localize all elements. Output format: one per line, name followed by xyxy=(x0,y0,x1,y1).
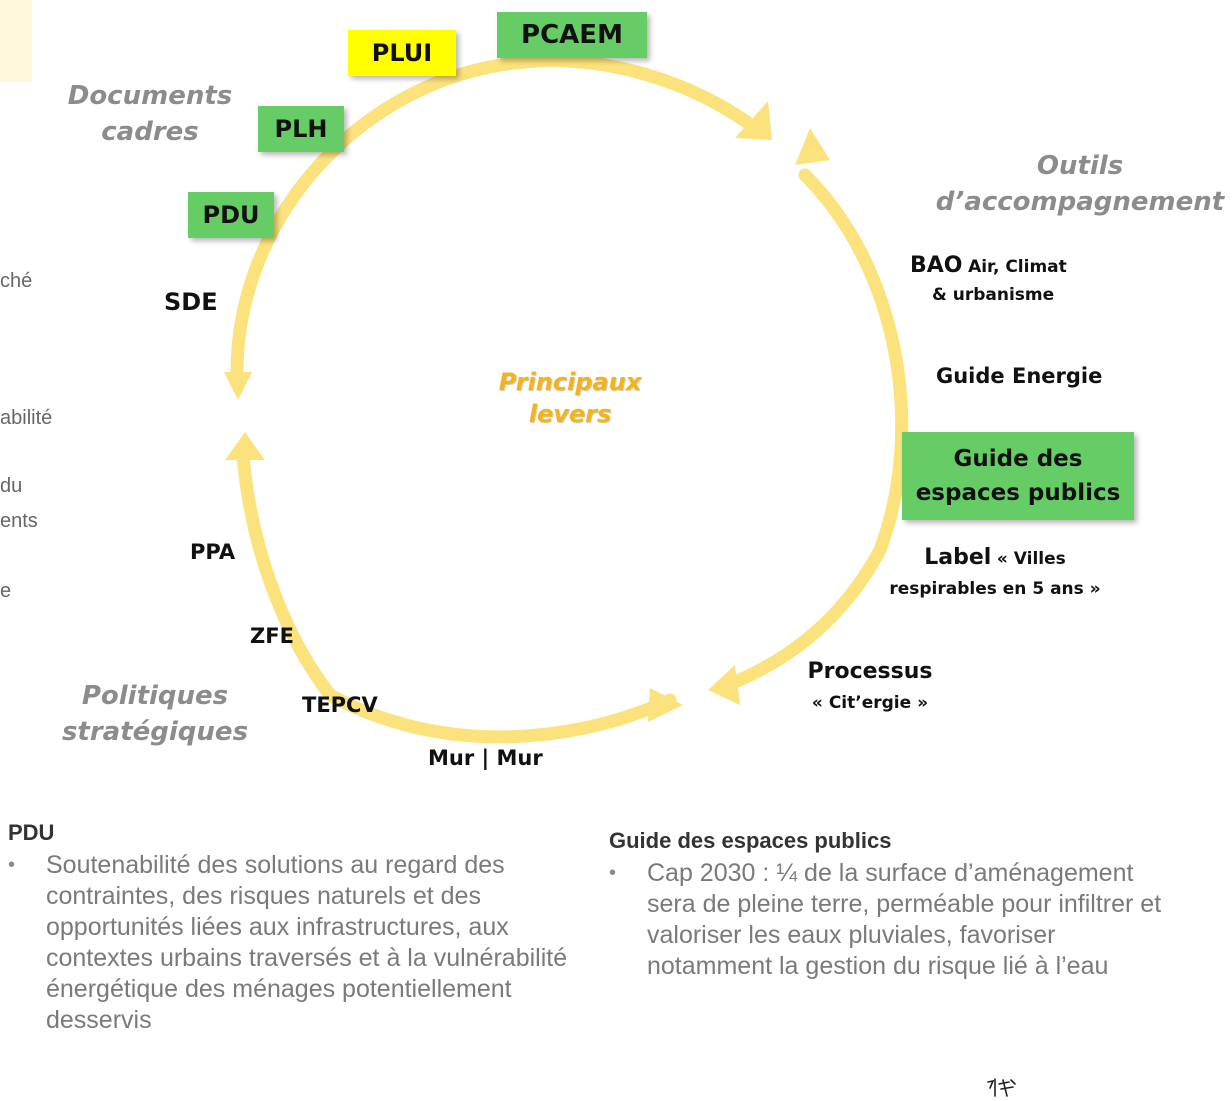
group-politiques: Politiques stratégiques xyxy=(55,678,255,750)
panel-guide: Guide des espaces publics Cap 2030 : ¼ d… xyxy=(609,828,1169,982)
lever-mur-mur: Mur | Mur xyxy=(428,746,543,770)
left-fragment-5: e xyxy=(0,580,12,602)
panel-pdu-bullet: Soutenabilité des solutions au regard de… xyxy=(8,850,568,1036)
panel-pdu: PDU Soutenabilité des solutions au regar… xyxy=(8,820,568,1036)
corner-fragment xyxy=(0,0,32,82)
tag-guide-espaces-publics: Guide des espaces publics xyxy=(902,432,1134,520)
center-label: Principaux levers xyxy=(470,366,670,430)
group-politiques-line1: Politiques xyxy=(81,681,229,711)
panel-pdu-title: PDU xyxy=(8,820,55,845)
arrowhead-right xyxy=(708,665,740,705)
lever-zfe: ZFE xyxy=(250,624,294,648)
group-documents-cadres: Documents cadres xyxy=(60,78,240,150)
lever-sde: SDE xyxy=(164,288,218,316)
arrowhead-left-down xyxy=(224,372,252,400)
label-rest-line2: respirables en 5 ans » xyxy=(889,579,1101,599)
arrowhead-top xyxy=(735,101,772,140)
lever-bao: BAO Air, Climat & urbanisme xyxy=(910,252,1110,309)
lever-guide-energie: Guide Energie xyxy=(936,364,1103,388)
left-fragment-3: du xyxy=(0,475,23,497)
arrowhead-bottom xyxy=(648,688,683,722)
panel-guide-bullet: Cap 2030 : ¼ de la surface d’aménagement… xyxy=(609,858,1169,982)
group-outils: Outils d’accompagnement xyxy=(930,148,1230,220)
tag-pdu: PDU xyxy=(188,192,274,238)
bao-rest-line1: Air, Climat xyxy=(968,257,1067,277)
bao-abbrev: BAO xyxy=(910,253,963,278)
guide-espaces-line1: Guide des xyxy=(953,446,1083,472)
lever-ppa: PPA xyxy=(190,540,236,564)
left-fragment-2: abilité xyxy=(0,407,53,429)
panel-pdu-list: Soutenabilité des solutions au regard de… xyxy=(8,850,568,1036)
arc-bottom xyxy=(236,448,677,744)
guide-espaces-line2: espaces publics xyxy=(915,480,1121,506)
group-outils-line1: Outils xyxy=(1036,151,1124,181)
tag-plh: PLH xyxy=(258,106,344,152)
lever-label-villes: Label « Villes respirables en 5 ans » xyxy=(850,543,1140,604)
label-abbrev: Label xyxy=(924,545,992,570)
center-label-line2: levers xyxy=(528,400,612,428)
left-fragment-1: ché xyxy=(0,270,33,292)
lever-tepcv: TEPCV xyxy=(302,693,378,717)
arrowhead-upper-right xyxy=(795,128,830,165)
processus-title: Processus xyxy=(807,659,933,684)
lever-processus: Processus « Cit’ergie » xyxy=(790,657,950,718)
bao-rest-line2: & urbanisme xyxy=(932,285,1055,305)
left-fragment-4: ents xyxy=(0,510,38,532)
center-label-line1: Principaux xyxy=(498,368,642,396)
decorative-mark-icon xyxy=(987,1078,1016,1097)
arc-top xyxy=(230,54,762,379)
tag-plui: PLUI xyxy=(348,30,456,76)
panel-guide-list: Cap 2030 : ¼ de la surface d’aménagement… xyxy=(609,858,1169,982)
group-documents-line1: Documents xyxy=(67,81,233,111)
panel-guide-title: Guide des espaces publics xyxy=(609,828,892,853)
tag-pcaem: PCAEM xyxy=(497,12,647,58)
arc-right xyxy=(718,168,909,693)
arrowhead-left-up xyxy=(225,432,265,460)
processus-rest: « Cit’ergie » xyxy=(811,693,929,713)
label-rest-line1: « Villes xyxy=(996,549,1066,569)
group-documents-line2: cadres xyxy=(101,117,199,147)
group-politiques-line2: stratégiques xyxy=(61,717,249,747)
group-outils-line2: d’accompagnement xyxy=(935,187,1225,217)
